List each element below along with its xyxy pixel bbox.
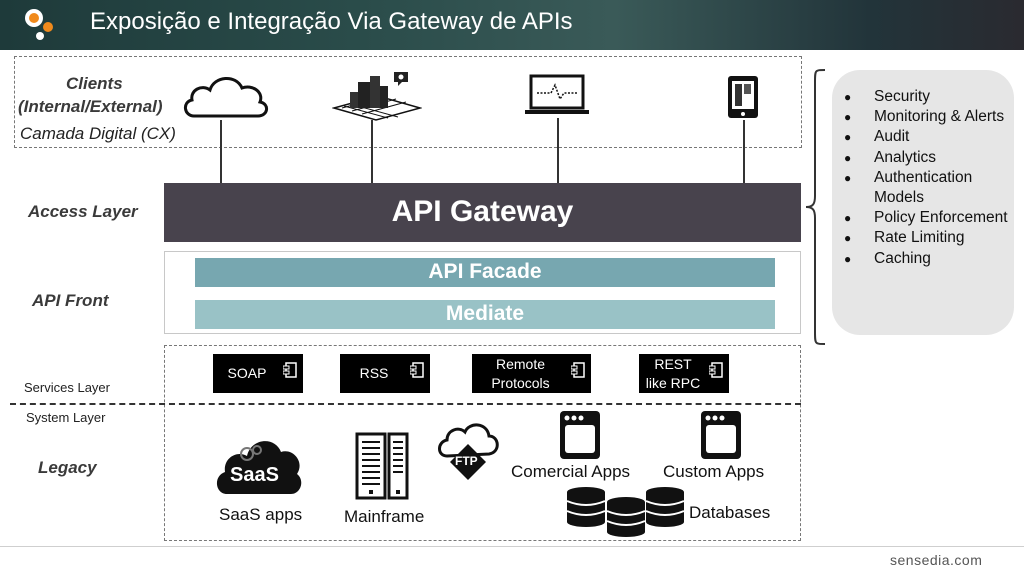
system-layer-label: System Layer: [26, 410, 106, 425]
feature-item: Audit: [844, 127, 1009, 147]
feature-item: Monitoring & Alerts: [844, 107, 1009, 127]
features-list: Security Monitoring & Alerts Audit Analy…: [844, 87, 1009, 269]
databases-label: Databases: [689, 503, 771, 522]
mainframe-icon: [355, 432, 409, 500]
app-window-icon: [560, 411, 600, 459]
service-rest: REST like RPC: [639, 354, 729, 393]
component-icon: [283, 362, 297, 378]
services-system-box: [164, 345, 801, 541]
connector-line: [557, 118, 559, 184]
header-bar: Exposição e Integração Via Gateway de AP…: [0, 0, 1024, 50]
component-icon: [571, 362, 585, 378]
service-soap: SOAP: [213, 354, 303, 393]
api-front-label: API Front: [32, 291, 109, 310]
saas-badge: SaaS: [230, 464, 279, 486]
api-gateway-bar: API Gateway: [164, 183, 801, 242]
clients-sublabel: (Internal/External): [18, 97, 163, 116]
tablet-icon: [728, 76, 758, 118]
databases-icon: [566, 487, 685, 537]
services-layer-label: Services Layer: [24, 380, 110, 395]
service-label: RSS: [359, 365, 389, 382]
footer-divider: [0, 546, 1024, 547]
legacy-label: Legacy: [38, 458, 97, 477]
connector-line: [743, 120, 745, 184]
api-gateway-label: API Gateway: [391, 195, 574, 228]
mediate-bar: Mediate: [195, 300, 775, 329]
clients-label: Clients: [66, 74, 123, 93]
app-window-icon: [701, 411, 741, 459]
service-remote-protocols: Remote Protocols: [472, 354, 591, 393]
mediate-label: Mediate: [445, 302, 525, 325]
mainframe-label: Mainframe: [344, 507, 425, 526]
service-label: Remote Protocols: [491, 356, 550, 391]
api-front-box: [164, 251, 801, 334]
ftp-icon: [438, 423, 499, 480]
feature-item: Policy Enforcement: [844, 208, 1009, 228]
layer-divider: [10, 403, 801, 405]
feature-item: Security: [844, 87, 1009, 107]
access-layer-label: Access Layer: [28, 202, 138, 221]
cloud-icon: [184, 77, 268, 118]
bracket-icon: [805, 69, 826, 345]
digital-layer-label: Camada Digital (CX): [20, 124, 176, 143]
commercial-apps-label: Comercial Apps: [511, 462, 631, 481]
page-title: Exposição e Integração Via Gateway de AP…: [90, 8, 573, 35]
saas-apps-label: SaaS apps: [219, 505, 303, 524]
service-label: REST like RPC: [645, 356, 701, 391]
clients-box: [14, 56, 802, 148]
ftp-badge: FTP: [455, 454, 478, 468]
custom-apps-label: Custom Apps: [663, 462, 765, 481]
api-facade-label: API Facade: [428, 260, 542, 283]
buildings-icon: [332, 72, 422, 121]
brand-text: sensedia.com: [890, 552, 983, 568]
service-rss: RSS: [340, 354, 430, 393]
feature-item: Rate Limiting: [844, 228, 1009, 248]
connector-line: [371, 120, 373, 184]
service-label: SOAP: [227, 365, 267, 382]
api-facade-bar: API Facade: [195, 258, 775, 287]
feature-item: Caching: [844, 249, 1009, 269]
component-icon: [709, 362, 723, 378]
laptop-icon: [525, 74, 589, 114]
feature-item: Authentication Models: [844, 168, 1009, 208]
component-icon: [410, 362, 424, 378]
feature-item: Analytics: [844, 148, 1009, 168]
saas-cloud-icon: [216, 441, 302, 494]
logo-icon: [25, 9, 53, 40]
features-panel: Security Monitoring & Alerts Audit Analy…: [832, 70, 1014, 335]
connector-line: [220, 120, 222, 184]
